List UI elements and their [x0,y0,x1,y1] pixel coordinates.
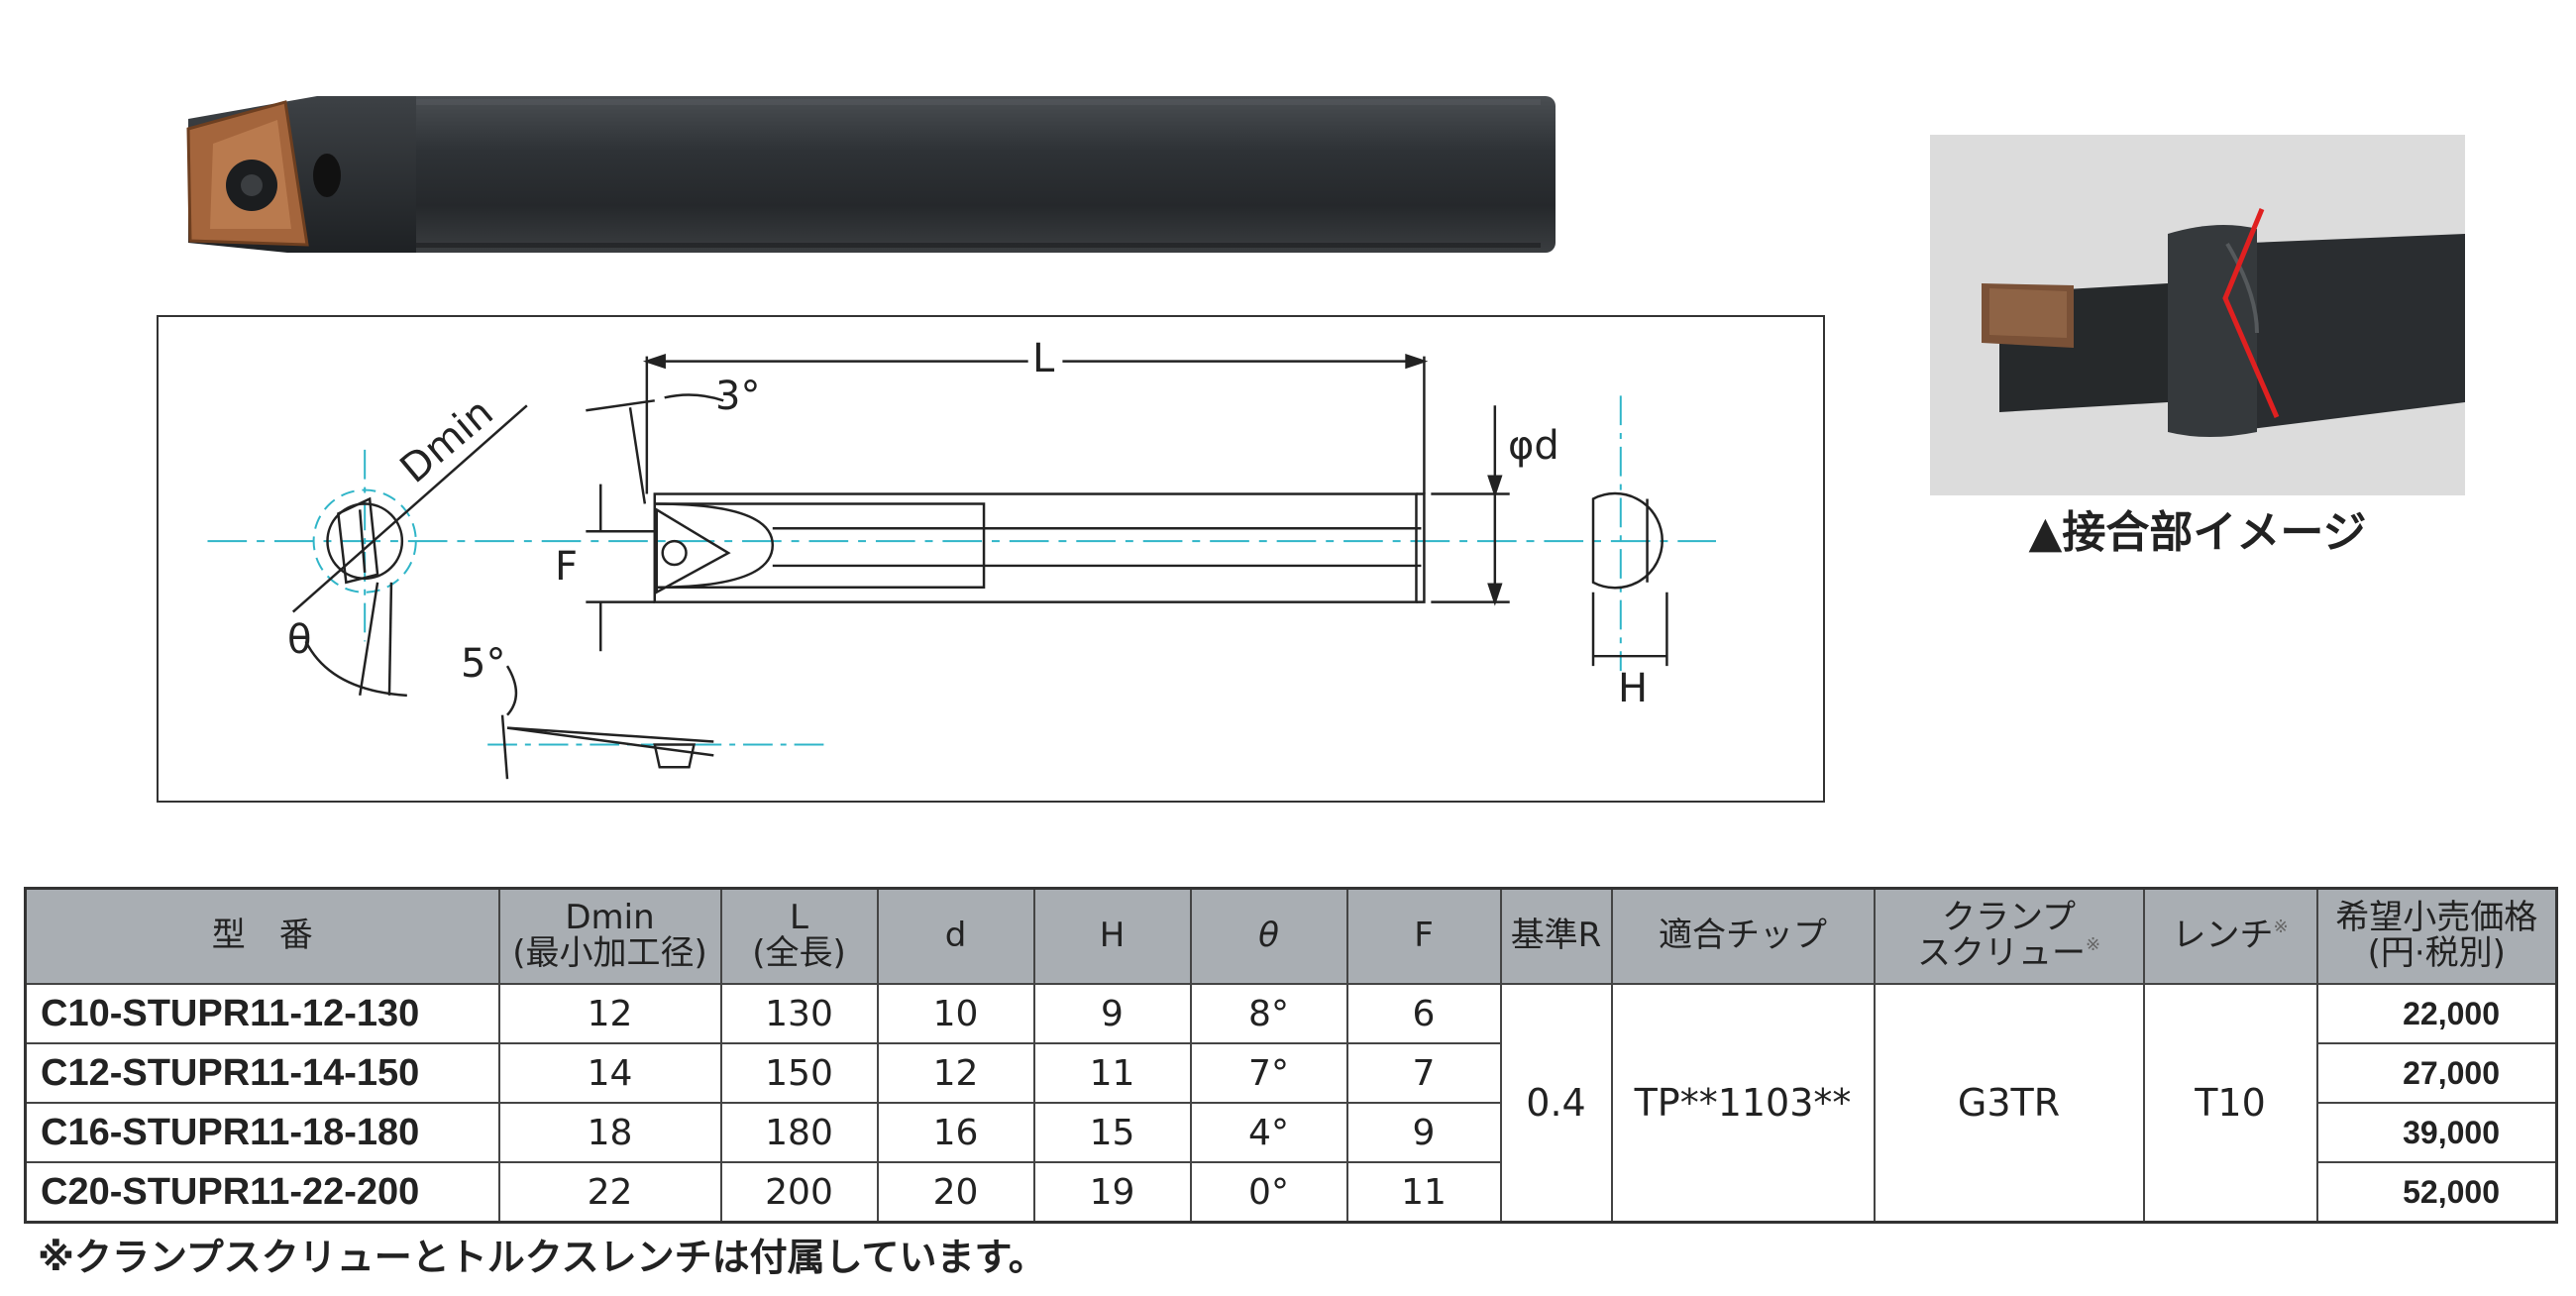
cell-clamp-screw: G3TR [1873,983,2145,1224]
dim-label-h: H [1618,666,1649,711]
header-price-line2: (円·税別) [2367,933,2506,973]
dim-label-f: F [555,544,579,590]
header-clamp-note-mark: ※ [2085,934,2101,955]
header-l: L (全長) [719,887,879,985]
table-row: C16-STUPR11-18-180 18 180 16 15 4° 9 39,… [24,1102,2558,1163]
header-insert: 適合チップ [1610,887,1876,985]
dimension-drawing: L 3° Dmin φd F θ 5° H [157,315,1825,803]
header-wrench: レンチ※ [2142,887,2318,985]
cell-theta: 8° [1189,983,1348,1044]
dim-label-5-degree: 5° [461,641,506,687]
cell-dmin: 22 [497,1161,722,1224]
header-dmin: Dmin (最小加工径) [497,887,722,985]
cell-d: 20 [876,1161,1035,1224]
dim-label-theta: θ [287,617,312,663]
cell-h: 19 [1032,1161,1192,1224]
cell-price: 52,000 [2315,1161,2558,1224]
dimension-drawing-lines [207,353,1716,780]
cell-theta: 7° [1189,1042,1348,1104]
boring-bar-photo [186,96,1556,253]
cell-d: 16 [876,1102,1035,1163]
cell-theta: 0° [1189,1161,1348,1224]
cell-h: 15 [1032,1102,1192,1163]
dim-label-phi-d: φd [1508,423,1559,469]
header-l-line1: L [790,898,808,938]
header-theta: θ [1189,887,1348,985]
cell-price: 22,000 [2315,983,2558,1044]
cell-theta: 4° [1189,1102,1348,1163]
footnote: ※クランプスクリューとトルクスレンチは付属しています。 [38,1236,1046,1279]
header-l-line2: (全長) [752,933,846,973]
header-wrench-text: レンチ [2172,916,2274,956]
header-model: 型 番 [24,887,500,985]
header-base-r: 基準R [1499,887,1613,985]
spec-table: 型 番 Dmin (最小加工径) L (全長) d H θ F 基準R 適合チッ… [24,887,2558,1224]
header-f: F [1345,887,1502,985]
cell-l: 130 [719,983,879,1044]
table-row: C12-STUPR11-14-150 14 150 12 11 7° 7 27,… [24,1042,2558,1104]
header-wrench-note-mark: ※ [2273,917,2289,938]
cell-dmin: 12 [497,983,722,1044]
table-header-row: 型 番 Dmin (最小加工径) L (全長) d H θ F 基準R 適合チッ… [24,887,2558,985]
cell-price: 27,000 [2315,1042,2558,1104]
cell-base-r: 0.4 [1499,983,1613,1224]
cell-model: C10-STUPR11-12-130 [24,983,500,1044]
cell-l: 150 [719,1042,879,1104]
cell-insert: TP**1103** [1610,983,1876,1224]
header-clamp-screw: クランプ スクリュー※ [1873,887,2145,985]
cell-model: C12-STUPR11-14-150 [24,1042,500,1104]
cell-l: 200 [719,1161,879,1224]
dim-label-l: L [1032,336,1055,381]
header-dmin-line2: (最小加工径) [512,933,707,973]
header-clamp-line1: クランプ [1942,898,2076,938]
header-d: d [876,887,1035,985]
table-row: C20-STUPR11-22-200 22 200 20 19 0° 11 52… [24,1161,2558,1224]
header-h: H [1032,887,1192,985]
cell-l: 180 [719,1102,879,1163]
joint-image [1930,135,2465,495]
cell-wrench: T10 [2142,983,2318,1224]
joint-image-graphic [1930,135,2465,495]
cell-f: 9 [1345,1102,1502,1163]
cell-dmin: 18 [497,1102,722,1163]
header-clamp-line2: スクリュー※ [1877,933,2142,973]
cell-price: 39,000 [2315,1102,2558,1163]
cell-h: 11 [1032,1042,1192,1104]
dim-label-3-degree: 3° [715,374,761,419]
cell-h: 9 [1032,983,1192,1044]
cell-model: C20-STUPR11-22-200 [24,1161,500,1224]
table-row: C10-STUPR11-12-130 12 130 10 9 8° 6 0.4 … [24,983,2558,1224]
cell-f: 6 [1345,983,1502,1044]
header-price: 希望小売価格 (円·税別) [2315,887,2558,985]
header-clamp-line2-text: スクリュー [1916,933,2086,973]
joint-image-caption: ▲接合部イメージ [2028,507,2367,558]
cell-d: 12 [876,1042,1035,1104]
cell-dmin: 14 [497,1042,722,1104]
cell-f: 11 [1345,1161,1502,1224]
cell-d: 10 [876,983,1035,1044]
header-price-line1: 希望小売価格 [2335,898,2538,938]
cell-model: C16-STUPR11-18-180 [24,1102,500,1163]
header-dmin-line1: Dmin [565,898,655,938]
cell-f: 7 [1345,1042,1502,1104]
